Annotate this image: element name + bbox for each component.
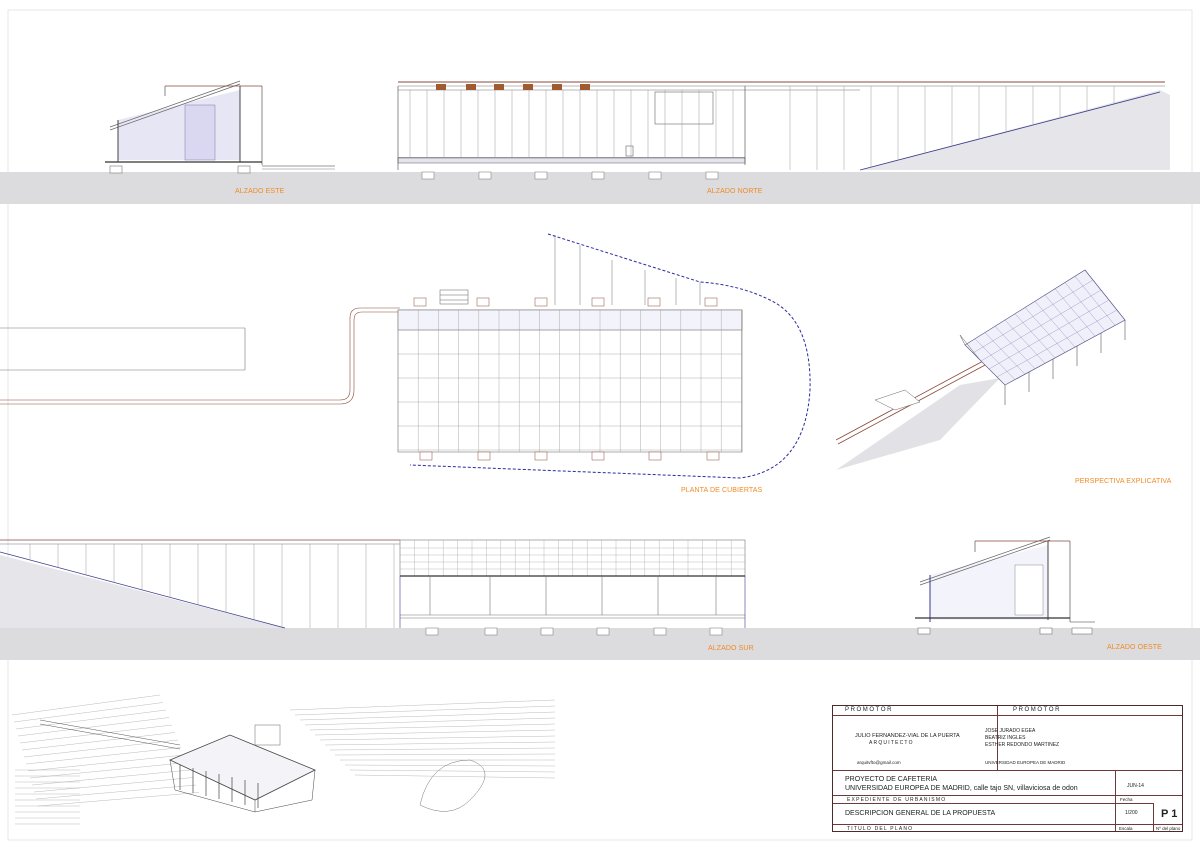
architect-name: JULIO FERNANDEZ-VIAL DE LA PUERTA — [855, 733, 960, 739]
promotor-left-header: PROMOTOR — [845, 707, 894, 713]
architect-role: ARQUITECTO — [869, 740, 914, 746]
project-line-1: PROYECTO DE CAFETERIA — [845, 776, 938, 783]
label-alzado-oeste: ALZADO OESTE — [1107, 644, 1162, 651]
promotor-right-header: PROMOTOR — [1013, 707, 1062, 713]
university: UNIVERSIDAD EUROPEA DE MADRID — [985, 760, 1066, 765]
label-alzado-este: ALZADO ESTE — [235, 188, 285, 195]
alzado-sur-drawing — [0, 539, 746, 636]
team-member-2: BEATRIZ INGLES — [985, 735, 1026, 741]
team-member-1: JOSE JURADO EGEA — [985, 728, 1036, 734]
scale: 1/200 — [1125, 810, 1138, 816]
expediente: EXPEDIENTE DE URBANISMO — [847, 797, 947, 803]
project-line-2: UNIVERSIDAD EUROPEA DE MADRID, calle taj… — [845, 785, 1078, 792]
label-planta-cubiertas: PLANTA DE CUBIERTAS — [681, 487, 763, 494]
team-member-3: ESTHER REDONDO MARTINEZ — [985, 742, 1060, 748]
alzado-norte-drawing — [397, 81, 1170, 180]
sheet-border — [7, 9, 1193, 841]
sheet-label: Nº del plano — [1156, 826, 1181, 831]
email: arquitvfto@gmail.com — [857, 760, 901, 765]
alzado-este-drawing — [105, 80, 335, 174]
title-block: PROMOTOR PROMOTOR JULIO FERNANDEZ-VIAL D… — [832, 705, 1183, 832]
plan-title: DESCRIPCION GENERAL DE LA PROPUESTA — [845, 810, 996, 817]
site-axonometric-drawing — [11, 694, 556, 825]
scale-label: Escala — [1119, 826, 1133, 831]
alzado-oeste-drawing — [915, 536, 1095, 635]
plan-title-label: TITULO DEL PLANO — [847, 826, 914, 832]
date-label: Fecha — [1120, 797, 1133, 802]
label-alzado-norte: ALZADO NORTE — [707, 188, 763, 195]
date: JUN-14 — [1127, 783, 1144, 789]
perspectiva-drawing — [835, 269, 1126, 470]
label-alzado-sur: ALZADO SUR — [708, 645, 754, 652]
label-perspectiva: PERSPECTIVA EXPLICATIVA — [1075, 478, 1172, 485]
planta-cubiertas-drawing — [0, 233, 811, 479]
sheet-number: P 1 — [1161, 808, 1178, 820]
